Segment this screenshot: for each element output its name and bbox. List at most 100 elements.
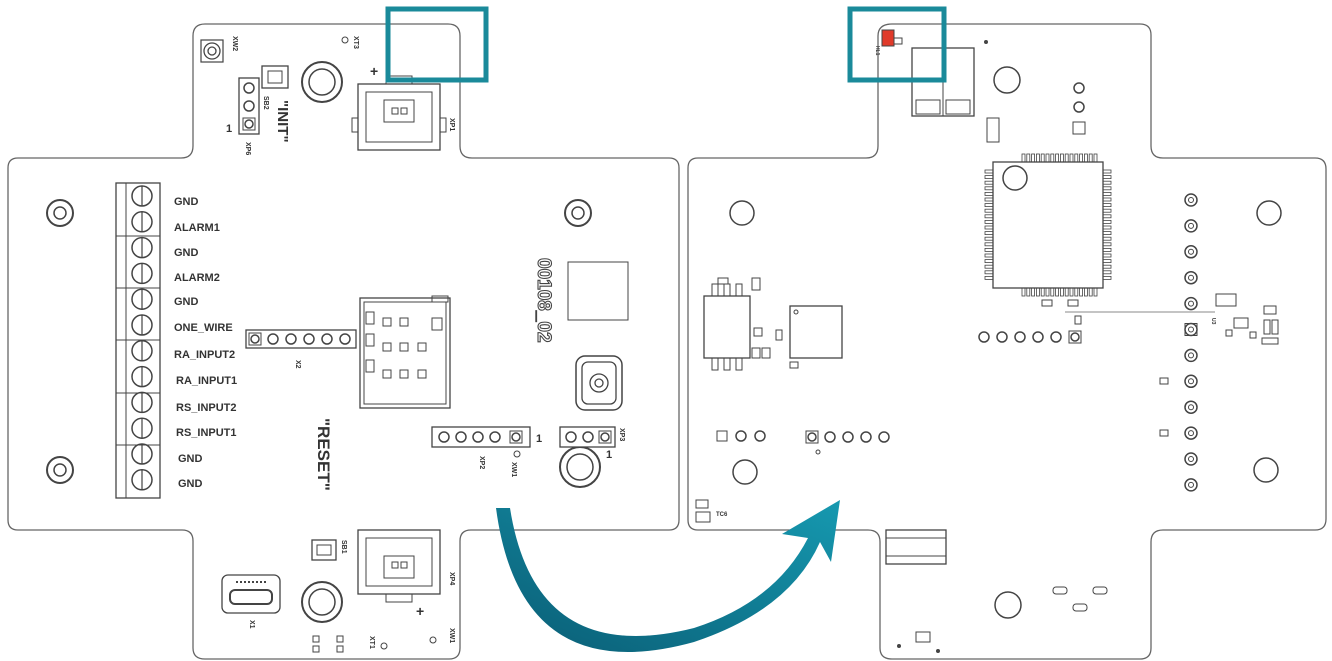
button-sb1: [311, 539, 337, 561]
terminal-label-1: GND: [174, 196, 199, 208]
module-pin: [1045, 287, 1050, 297]
crystal-chip: [703, 277, 783, 371]
highlight-box-right: [847, 6, 947, 83]
pad-hole: [1188, 352, 1194, 359]
power-connector-xp4: [357, 529, 441, 603]
designator-xw2: XW2: [231, 36, 238, 51]
designator-x1: X1: [248, 620, 255, 629]
module-pin: [1031, 287, 1035, 297]
designator-xt1: XT1: [368, 636, 375, 649]
designator-xp6: XP6: [244, 142, 251, 155]
smd-pad: [915, 631, 931, 643]
module-pin: [1050, 153, 1055, 163]
sim-card-holder: [359, 295, 451, 409]
terminal-block: [115, 182, 161, 499]
module-pin: [1021, 153, 1026, 163]
module-pin: [1088, 287, 1093, 297]
pad: [1184, 452, 1198, 466]
mounting-hole: [301, 61, 343, 103]
terminal-label-12: GND: [178, 478, 203, 490]
terminal-label-4: ALARM2: [174, 272, 220, 284]
init-label: "INIT": [274, 100, 291, 143]
terminal-label-7: RA_INPUT2: [174, 349, 235, 361]
test-point: [513, 450, 521, 458]
module-pin: [984, 242, 994, 247]
module-pin: [984, 236, 994, 241]
module-pin: [984, 275, 994, 280]
highlight-box-left: [385, 6, 489, 83]
mounting-hole: [301, 581, 343, 623]
module-pin: [1102, 219, 1112, 224]
smd-pad: [1074, 315, 1082, 325]
smd-pad: [1067, 299, 1079, 307]
usb-connector-x1: [221, 574, 281, 614]
designator-xw1: XW1: [510, 462, 517, 477]
module-pin: [1093, 153, 1098, 163]
designator-sb2: SB2: [262, 96, 269, 110]
module-pin: [1074, 287, 1079, 297]
module-pin: [1102, 253, 1112, 258]
mounting-hole: [564, 199, 592, 227]
module-pin: [1102, 203, 1112, 208]
pad: [1184, 426, 1198, 440]
designator-u3: U3: [1210, 318, 1216, 325]
designator-xp2: XP2: [478, 456, 485, 469]
module-pin: [1040, 153, 1045, 163]
label-area: [567, 261, 629, 321]
pad-hole: [1188, 326, 1194, 333]
designator-tc: TC6: [716, 512, 728, 518]
pad-hole: [1188, 300, 1194, 307]
module-pin: [1045, 153, 1050, 163]
module-pin: [1055, 153, 1059, 163]
pad: [1184, 374, 1198, 389]
module-pin: [1060, 153, 1064, 163]
via: [1073, 82, 1085, 94]
module-pin: [984, 169, 994, 174]
pin1-mark: 1: [606, 449, 612, 461]
plus-mark: +: [416, 603, 424, 619]
terminal-label-9: RS_INPUT2: [176, 402, 237, 414]
smd-pad: [1159, 377, 1169, 385]
antenna-connector-xw2: [200, 39, 224, 63]
mounting-hole: [732, 459, 758, 485]
diode-bottom: [885, 529, 947, 565]
module-pin: [1064, 153, 1069, 163]
test-point: [429, 636, 437, 644]
module-pin: [1102, 231, 1112, 236]
transistor-group: [1215, 293, 1279, 345]
module-pin: [984, 175, 994, 180]
designator-xw1-bottom: XW1: [448, 628, 455, 643]
module-pin: [1026, 153, 1031, 163]
module-pin: [1102, 275, 1112, 280]
designator-hl1: HL1: [874, 46, 880, 56]
pad-hole: [1188, 378, 1194, 385]
module-pin: [1102, 197, 1112, 202]
module-pin: [1084, 287, 1088, 297]
right-board-outline: [687, 23, 1327, 660]
module-pin: [984, 214, 994, 219]
module-pin: [1102, 169, 1112, 174]
module-pin: [1084, 153, 1088, 163]
pad-hole: [1188, 222, 1194, 229]
module-pin: [1026, 287, 1031, 297]
mounting-hole: [46, 199, 74, 227]
module-pin: [1102, 270, 1112, 275]
mounting-hole: [1256, 200, 1282, 226]
pad: [1184, 322, 1198, 337]
button-sb2: [261, 65, 289, 89]
terminal-label-5: GND: [174, 296, 199, 308]
gsm-module: [984, 153, 1112, 297]
module-pin: [1102, 191, 1112, 196]
module-pin: [984, 270, 994, 275]
via: [984, 40, 988, 44]
designator-xp3: XP3: [618, 428, 625, 441]
module-pin: [1102, 214, 1112, 219]
pad-column: [1184, 193, 1198, 492]
module-pin: [1102, 236, 1112, 241]
module-pin: [1093, 287, 1098, 297]
module-pin: [1050, 287, 1055, 297]
module-pin: [1102, 175, 1112, 180]
pin-header-x2: [245, 329, 357, 349]
led-indicator: [881, 29, 895, 47]
